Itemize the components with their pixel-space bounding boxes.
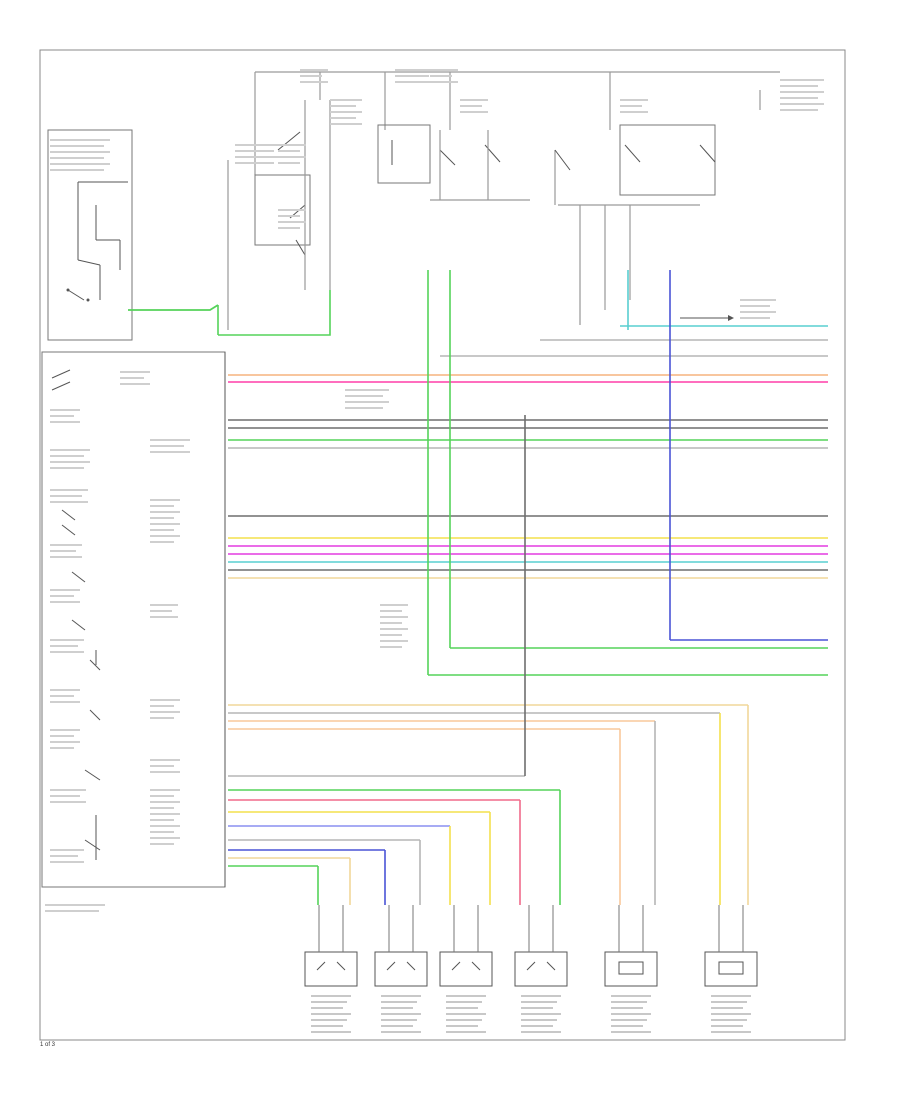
- relay-block-right: [554, 90, 761, 325]
- wire-green-loop: [218, 290, 331, 336]
- bottom-connector-5: [604, 905, 658, 1033]
- bottom-connector-2: [374, 905, 428, 1033]
- bottom-connector-6: [704, 905, 758, 1033]
- diagram-frame: [39, 49, 846, 1041]
- bottom-connectors: [304, 905, 758, 1033]
- wire-green-left: [128, 304, 219, 311]
- output-arrow: [680, 315, 734, 321]
- page-footer-code: 1 of 3: [40, 1042, 56, 1048]
- connector-body: [514, 951, 568, 987]
- bottom-connector-4: [514, 905, 568, 1033]
- wire-harness: [128, 270, 828, 905]
- actuator-icon: [718, 961, 744, 975]
- left-switches: [51, 369, 101, 860]
- relay-block-top: [227, 71, 780, 330]
- connector-body: [374, 951, 428, 987]
- left-switch-block: [47, 129, 133, 341]
- connector-body: [604, 951, 658, 987]
- bottom-connector-3: [439, 905, 493, 1033]
- motor-icon: [451, 961, 481, 971]
- motor-icon: [386, 961, 416, 971]
- motor-icon: [316, 961, 346, 971]
- bottom-connector-1: [304, 905, 358, 1033]
- connector-body: [304, 951, 358, 987]
- connector-body: [439, 951, 493, 987]
- actuator-icon: [618, 961, 644, 975]
- control-module: [41, 351, 226, 888]
- connector-body: [704, 951, 758, 987]
- sensor-icon: [526, 961, 556, 971]
- illegible-labels: [45, 69, 824, 912]
